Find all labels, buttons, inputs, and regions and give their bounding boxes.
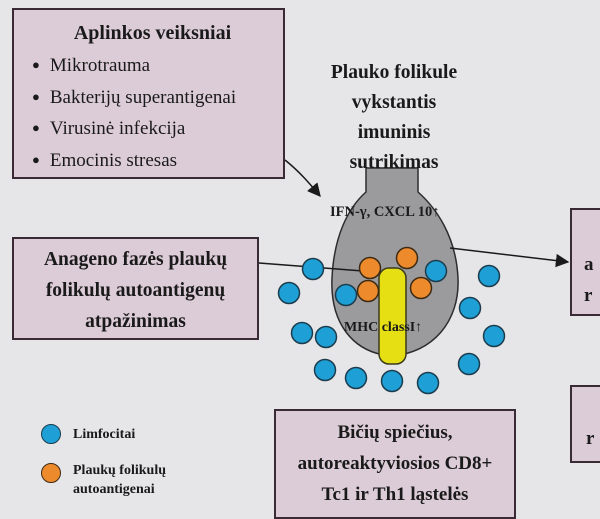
lymphocyte-dot — [277, 281, 301, 305]
autoantigen-dot — [358, 256, 382, 280]
lymphocyte-dot — [334, 283, 358, 307]
autoantigen-group — [356, 246, 433, 303]
bee-swarm-line: autoreaktyviosios CD8+ — [297, 453, 493, 474]
lymphocyte-dot — [301, 257, 325, 281]
lymphocyte-dot — [416, 371, 440, 395]
bee-swarm-box: Bičių spiečius, autoreaktyviosios CD8+ T… — [274, 409, 516, 519]
partial-text: r — [584, 285, 593, 306]
lymphocyte-dot — [290, 321, 314, 345]
anagen-recognition-box: Anageno fazės plaukų folikulų autoantige… — [12, 237, 259, 340]
lymphocyte-dot — [380, 369, 404, 393]
autoantigen-dot — [356, 279, 380, 303]
lymphocyte-dot — [344, 366, 368, 390]
lymphocyte-legend-label: Limfocitai — [73, 427, 136, 442]
environmental-factors-list: Mikrotrauma Bakterijų superantigenai Vir… — [32, 51, 273, 177]
lymphocyte-dot — [477, 264, 501, 288]
mhc-class-i-bar — [378, 267, 407, 365]
lymphocyte-dot — [457, 352, 481, 376]
lymphocyte-dot — [424, 259, 448, 283]
title-line: vykstantis — [351, 92, 437, 113]
title-line: Plauko folikule — [330, 62, 458, 83]
anagen-line: atpažinimas — [85, 311, 186, 332]
arrow-follicle-to-right — [449, 247, 570, 268]
partial-text: a — [584, 254, 594, 275]
list-item: Bakterijų superantigenai — [32, 83, 273, 115]
autoantigen-dot — [409, 276, 433, 300]
lymphocyte-dot — [313, 358, 337, 382]
environmental-factors-title: Aplinkos veiksniai — [73, 22, 232, 44]
list-item: Virusinė infekcija — [32, 114, 273, 146]
lymphocyte-dot — [458, 296, 482, 320]
bee-swarm-line: Tc1 ir Th1 ląstelės — [321, 484, 469, 505]
list-item: Emocinis stresas — [32, 146, 273, 178]
legend-line: autoantigenai — [73, 482, 155, 497]
environmental-factors-box: Aplinkos veiksniai Mikrotrauma Bakterijų… — [12, 8, 285, 179]
lymphocyte-dot — [482, 324, 506, 348]
right-partial-box-bottom: r — [570, 385, 600, 463]
list-item: Mikrotrauma — [32, 51, 273, 83]
partial-text: r — [586, 428, 595, 449]
arrow-environment-to-follicle — [284, 159, 321, 198]
lymphocyte-dot — [314, 325, 338, 349]
bee-swarm-line: Bičių spiečius, — [337, 422, 453, 443]
autoantigen-legend-label: Plaukų folikulų autoantigenai — [73, 461, 166, 499]
title-line: imuninis — [357, 122, 431, 143]
cytokine-label: IFN-γ, CXCL 10↑ — [330, 204, 440, 220]
title-line: sutrikimas — [349, 152, 439, 173]
lymphocyte-group — [277, 257, 506, 395]
lymphocyte-legend-icon — [41, 424, 61, 444]
autoantigen-dot — [395, 246, 419, 270]
autoantigen-legend-icon — [41, 463, 61, 483]
anagen-line: Anageno fazės plaukų — [43, 249, 228, 270]
legend-line: Plaukų folikulų — [73, 463, 166, 478]
anagen-line: folikulų autoantigenų — [45, 280, 226, 301]
right-partial-box-top: a r — [570, 208, 600, 316]
follicle-title: Plauko folikule vykstantis imuninis sutr… — [300, 58, 488, 178]
mhc-label: MHC classI↑ — [344, 320, 423, 335]
